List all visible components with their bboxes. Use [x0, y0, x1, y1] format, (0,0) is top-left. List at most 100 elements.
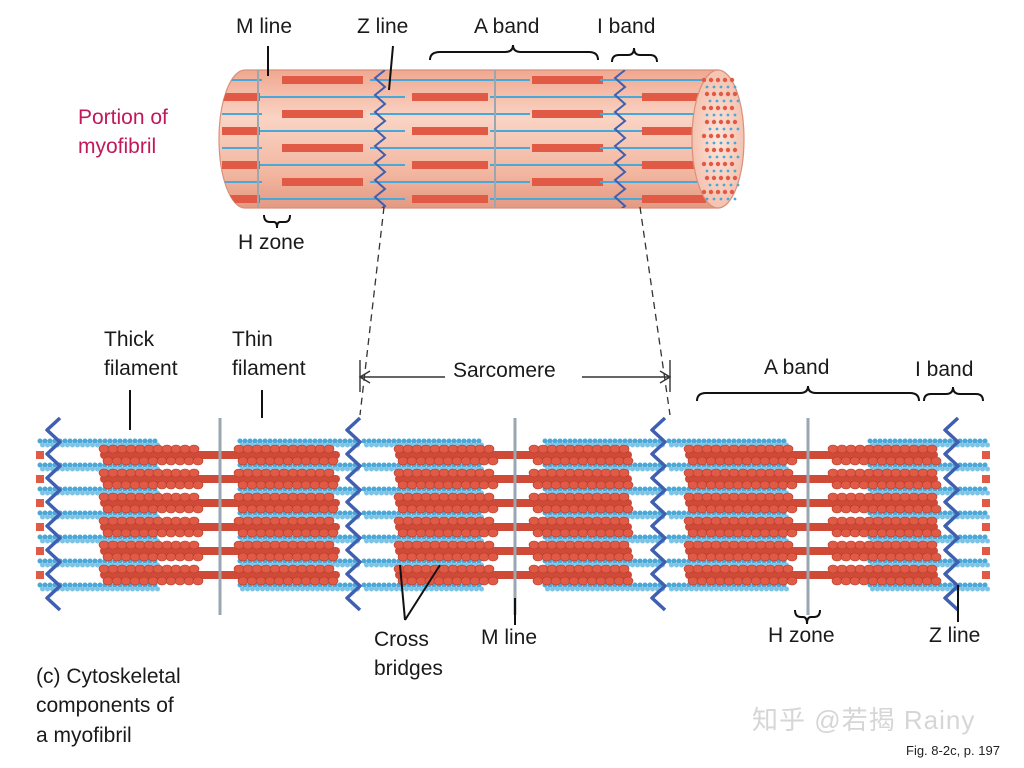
myosin-head [773, 540, 785, 550]
myosin-head [156, 576, 168, 586]
actin-bead [980, 538, 985, 544]
actin-bead [391, 486, 397, 492]
myosin-head [397, 528, 409, 538]
myosin-head [242, 564, 254, 574]
actin-bead [37, 582, 43, 588]
myosin-head [447, 492, 459, 502]
actin-bead [62, 534, 68, 540]
z-line [45, 416, 62, 612]
myosin-head [143, 492, 155, 502]
end-face-thin-dot [722, 127, 726, 131]
myosin-head [840, 528, 852, 538]
actin-bead [635, 562, 640, 568]
actin-bead [342, 582, 348, 588]
end-face-thin-dot [705, 141, 709, 145]
actin-bead [962, 438, 968, 444]
actin-bead [945, 490, 950, 496]
myosin-head [573, 564, 585, 574]
myosin-head [138, 456, 150, 466]
actin-bead [257, 438, 263, 444]
myosin-head [147, 456, 159, 466]
myosin-head [233, 468, 245, 478]
actin-bead [960, 490, 965, 496]
actin-bead [679, 466, 684, 472]
myosin-head [282, 504, 294, 514]
actin-bead [975, 466, 980, 472]
myosin-head [719, 564, 731, 574]
myosin-head [903, 504, 915, 514]
actin-bead [642, 534, 648, 540]
actin-bead [290, 586, 295, 592]
actin-bead [671, 438, 677, 444]
actin-bead [120, 586, 125, 592]
myosin-head [318, 504, 330, 514]
actin-bead [671, 582, 677, 588]
actin-bead [97, 438, 103, 444]
actin-bead [669, 490, 674, 496]
sarcomere-label: Sarcomere [453, 359, 556, 382]
myosin-head [246, 552, 258, 562]
actin-bead [960, 562, 965, 568]
myosin-head [723, 456, 735, 466]
actin-bead [980, 490, 985, 496]
actin-bead [70, 514, 75, 520]
myosin-head [233, 540, 245, 550]
myosin-head [98, 540, 110, 550]
actin-bead [749, 586, 754, 592]
myosin-head [550, 480, 562, 490]
thick-filament-stub [36, 499, 44, 507]
myosin-head [903, 456, 915, 466]
actin-bead [62, 462, 68, 468]
myosin-head [451, 504, 463, 514]
myosin-head [424, 552, 436, 562]
myosin-head [773, 492, 785, 502]
myosin-head [255, 504, 267, 514]
myosin-head [278, 444, 290, 454]
actin-bead [942, 534, 948, 540]
myosin-head [746, 492, 758, 502]
end-face-thick-dot [701, 133, 707, 139]
actin-bead [736, 438, 742, 444]
myosin-head [863, 444, 875, 454]
actin-bead [60, 562, 65, 568]
myosin-head [777, 480, 789, 490]
myosin-head [323, 492, 335, 502]
myosin-head [840, 504, 852, 514]
actin-bead [82, 486, 88, 492]
myosin-head [291, 480, 303, 490]
myosin-head [278, 492, 290, 502]
myosin-head [696, 456, 708, 466]
actin-bead [671, 534, 677, 540]
actin-bead [77, 582, 83, 588]
myosin-head [487, 528, 499, 538]
myosin-head [845, 540, 857, 550]
actin-bead [945, 514, 950, 520]
myosin-head [465, 540, 477, 550]
actin-bead [930, 586, 935, 592]
myosin-head [573, 468, 585, 478]
actin-bead [310, 586, 315, 592]
myosin-head [836, 468, 848, 478]
myosin-head [714, 576, 726, 586]
myosin-head [269, 516, 281, 526]
myosin-head [447, 444, 459, 454]
myosin-head [782, 444, 794, 454]
myosin-head [595, 552, 607, 562]
actin-bead [471, 438, 477, 444]
actin-bead [315, 586, 320, 592]
end-face-thin-dot [712, 169, 716, 173]
myosin-head [296, 540, 308, 550]
actin-bead [942, 510, 948, 516]
actin-bead [671, 510, 677, 516]
myosin-head [741, 480, 753, 490]
myosin-head [696, 552, 708, 562]
myosin-head [174, 480, 186, 490]
actin-bead [379, 562, 384, 568]
myosin-head [764, 468, 776, 478]
actin-bead [80, 466, 85, 472]
myosin-head [487, 456, 499, 466]
myosin-head [692, 492, 704, 502]
myosin-head [143, 516, 155, 526]
myosin-head [885, 480, 897, 490]
actin-bead [340, 466, 345, 472]
